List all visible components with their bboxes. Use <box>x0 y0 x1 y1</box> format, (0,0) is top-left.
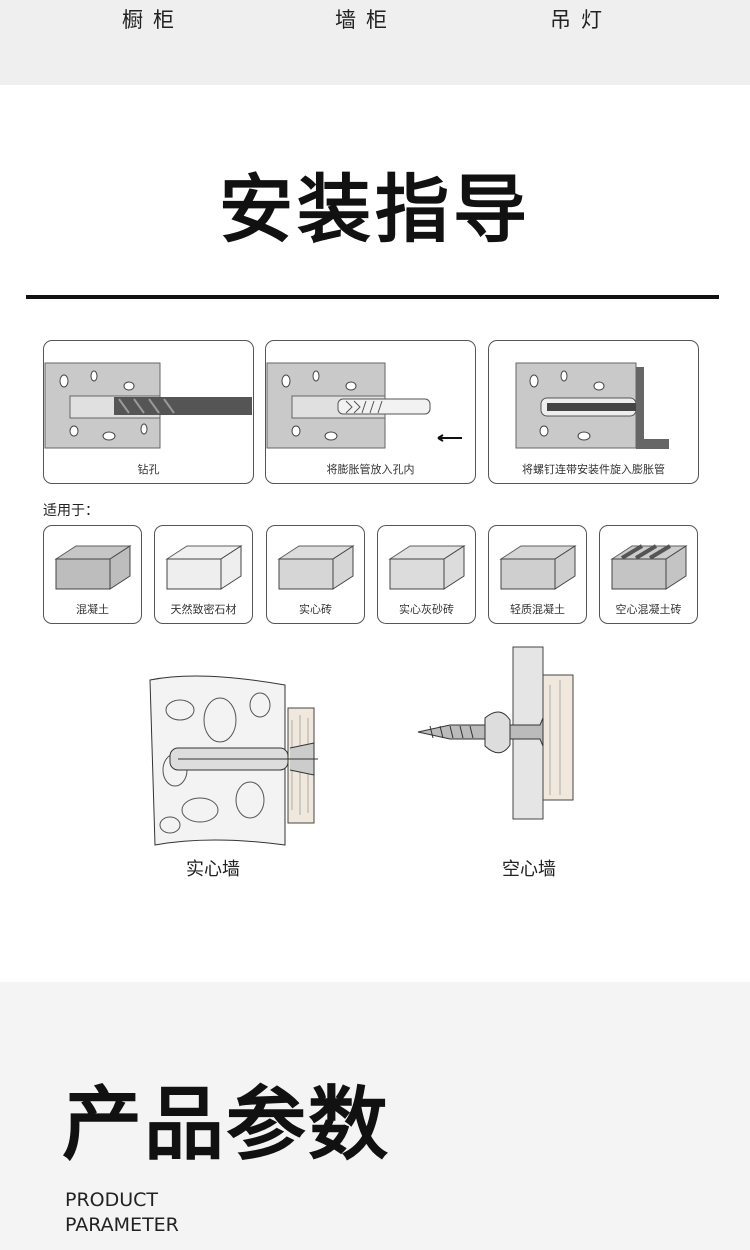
anchor-insert-icon <box>266 362 462 449</box>
material-label: 天然致密石材 <box>170 603 237 616</box>
material-block-icon <box>277 545 355 590</box>
material-card: 空心混凝土砖 <box>599 525 698 624</box>
params-en-line1: PRODUCT <box>65 1189 159 1211</box>
nav-item-wall-cabinet[interactable]: 墙柜 <box>335 8 397 32</box>
material-block-icon <box>165 545 243 590</box>
material-card: 实心砖 <box>266 525 365 624</box>
material-label: 实心灰砂砖 <box>399 603 454 616</box>
material-label: 轻质混凝土 <box>510 603 565 616</box>
step-insert-anchor: 将膨胀管放入孔内 <box>265 340 476 484</box>
step-screw-in: 将螺钉连带安装件旋入膨胀管 <box>488 340 699 484</box>
params-title: 产品参数 <box>62 1078 390 1171</box>
install-guide-title: 安装指导 <box>219 167 531 253</box>
params-en-line2: PARAMETER <box>65 1214 179 1236</box>
hollow-wall-label: 空心墙 <box>502 859 556 880</box>
solid-wall-diagram <box>149 675 318 846</box>
material-card: 轻质混凝土 <box>488 525 587 624</box>
material-block-icon <box>499 545 577 590</box>
nav-item-cabinet[interactable]: 橱柜 <box>122 8 184 32</box>
material-card: 实心灰砂砖 <box>377 525 476 624</box>
screw-in-icon <box>515 362 669 449</box>
nav-item-chandelier[interactable]: 吊灯 <box>550 8 612 32</box>
material-label: 空心混凝土砖 <box>615 603 682 616</box>
step-label: 钻孔 <box>137 463 160 476</box>
step-drill: 钻孔 <box>43 340 254 484</box>
hollow-wall-diagram <box>417 646 574 820</box>
top-nav-band <box>0 0 750 85</box>
material-block-icon <box>388 545 466 590</box>
step-label: 将螺钉连带安装件旋入膨胀管 <box>522 463 665 476</box>
params-section <box>0 982 750 1250</box>
material-label: 混凝土 <box>76 603 109 616</box>
material-block-icon <box>610 544 688 590</box>
solid-wall-label: 实心墙 <box>186 859 240 880</box>
step-label: 将膨胀管放入孔内 <box>326 463 415 476</box>
material-card: 混凝土 <box>43 525 142 624</box>
material-label: 实心砖 <box>299 603 332 616</box>
divider <box>26 295 719 299</box>
applicable-label: 适用于： <box>43 503 99 519</box>
material-card: 天然致密石材 <box>154 525 253 624</box>
material-block-icon <box>54 545 132 590</box>
drill-icon <box>44 362 252 449</box>
